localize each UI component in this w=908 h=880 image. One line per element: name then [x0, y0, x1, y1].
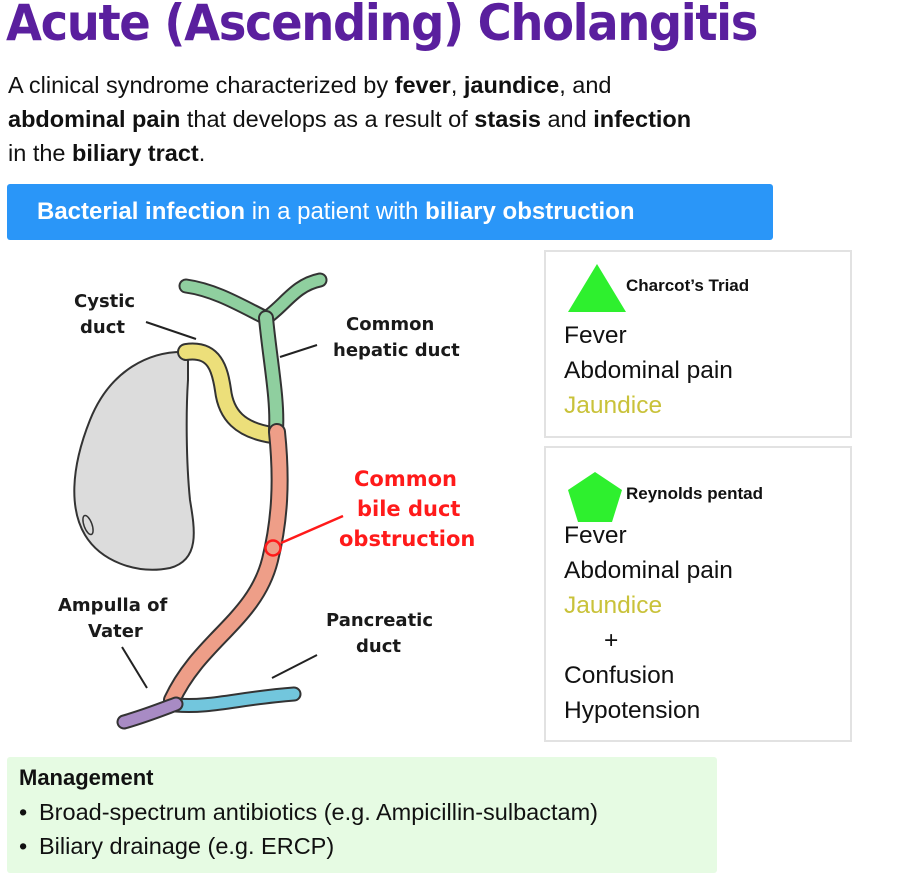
reynolds-heading: Reynolds pentad	[626, 484, 763, 503]
charcot-heading: Charcot’s Triad	[626, 276, 750, 295]
intro-term-jaundice: jaundice	[463, 72, 560, 98]
definition-banner: Bacterial infection in a patient with bi…	[7, 184, 773, 240]
banner-bold-2: biliary obstruction	[425, 198, 635, 225]
hepatic-duct-pointer	[279, 344, 318, 358]
management-item-text: Broad-spectrum antibiotics (e.g. Ampicil…	[39, 799, 598, 825]
intro-term-stasis: stasis	[474, 106, 541, 132]
bullet-icon: •	[19, 833, 28, 859]
pancreatic-duct-pointer	[271, 654, 318, 679]
management-item-text: Biliary drainage (e.g. ERCP)	[39, 833, 335, 859]
charcot-item-abdominal-pain: Abdominal pain	[564, 357, 733, 384]
label-ampulla-line2: Vater	[88, 621, 143, 642]
intro-term-infection: infection	[593, 106, 692, 132]
reynolds-item-abdominal-pain: Abdominal pain	[564, 557, 733, 584]
reynolds-item-jaundice: Jaundice	[564, 592, 663, 619]
label-ampulla-line1: Ampulla of	[58, 595, 168, 616]
ampulla-pointer	[121, 646, 148, 689]
banner-text: in a patient with	[245, 198, 426, 225]
charcot-item-jaundice: Jaundice	[564, 392, 663, 419]
intro-term-fever: fever	[394, 72, 451, 98]
intro-term-abdominal-pain: abdominal pain	[8, 106, 181, 132]
reynolds-list: Fever Abdominal pain Jaundice + Confusio…	[564, 518, 733, 728]
page-title: Acute (Ascending) Cholangitis	[6, 0, 758, 52]
label-hepatic-duct-line1: Common	[346, 314, 434, 335]
label-obstruction-line1: Common	[354, 467, 457, 491]
label-cystic-duct-line1: Cystic	[74, 291, 135, 312]
pentagon-icon	[568, 472, 622, 522]
obstruction-marker	[264, 539, 282, 557]
management-item: • Biliary drainage (e.g. ERCP)	[19, 829, 598, 863]
management-list: • Broad-spectrum antibiotics (e.g. Ampici…	[19, 795, 598, 863]
reynolds-item-fever: Fever	[564, 522, 627, 549]
obstruction-pointer	[280, 514, 344, 545]
intro-text: in the	[8, 140, 73, 166]
label-obstruction-line3: obstruction	[339, 527, 475, 551]
cystic-duct-pointer	[145, 321, 197, 340]
intro-paragraph: A clinical syndrome characterized by fev…	[8, 68, 868, 170]
reynolds-plus-sign: +	[604, 627, 619, 654]
charcot-list: Fever Abdominal pain Jaundice	[564, 318, 733, 423]
label-hepatic-duct-line2: hepatic duct	[333, 340, 460, 361]
banner-bold-1: Bacterial infection	[37, 198, 246, 225]
management-item: • Broad-spectrum antibiotics (e.g. Ampici…	[19, 795, 598, 829]
intro-text: ,	[450, 72, 464, 98]
label-cystic-duct-line2: duct	[80, 317, 125, 338]
intro-text: .	[198, 140, 206, 166]
intro-text: A clinical syndrome characterized by	[8, 72, 395, 98]
intro-term-biliary-tract: biliary tract	[72, 140, 199, 166]
reynolds-item-confusion: Confusion	[564, 662, 675, 689]
intro-text: that develops as a result of	[180, 106, 475, 132]
gallbladder	[73, 350, 195, 571]
management-box: Management • Broad-spectrum antibiotics (…	[7, 757, 717, 873]
bullet-icon: •	[19, 799, 28, 825]
charcot-triad-box: Charcot’s Triad Fever Abdominal pain Jau…	[544, 250, 852, 438]
intro-text: and	[540, 106, 594, 132]
intro-text: , and	[559, 72, 612, 98]
triangle-icon	[568, 264, 626, 312]
label-pancreatic-line2: duct	[356, 636, 401, 657]
reynolds-pentad-box: Reynolds pentad Fever Abdominal pain Jau…	[544, 446, 852, 742]
label-obstruction-line2: bile duct	[357, 497, 460, 521]
charcot-item-fever: Fever	[564, 322, 627, 349]
label-pancreatic-line1: Pancreatic	[326, 610, 433, 631]
reynolds-item-hypotension: Hypotension	[564, 697, 701, 724]
gallbladder-highlight	[82, 514, 94, 536]
biliary-tree-diagram: Cystic duct Common hepatic duct Common b…	[40, 260, 520, 740]
management-heading: Management	[19, 765, 154, 790]
